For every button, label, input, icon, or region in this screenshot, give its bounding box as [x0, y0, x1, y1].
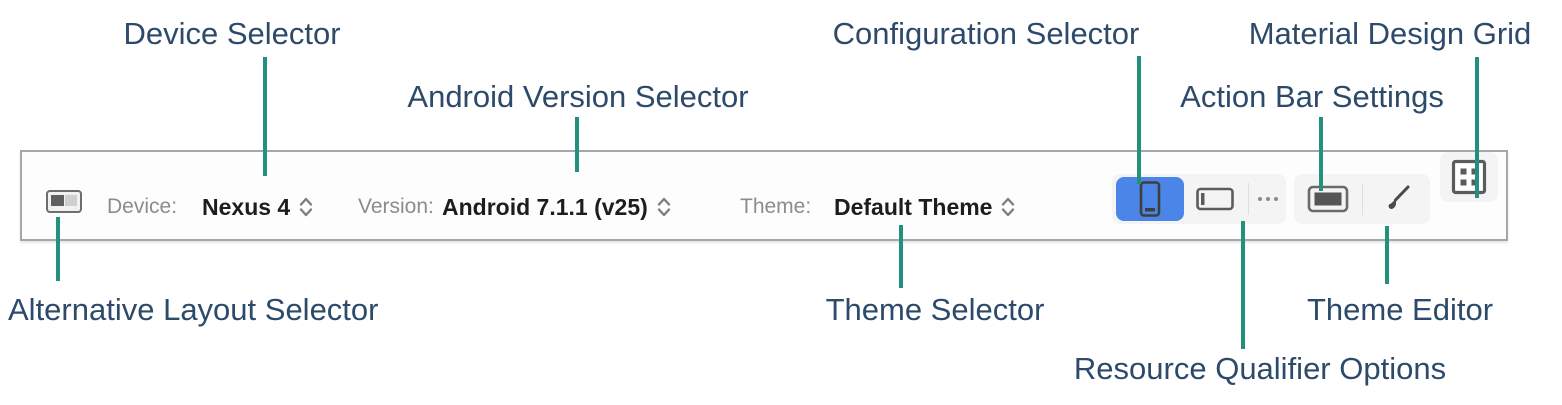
resource-qualifier-options-label: Resource Qualifier Options [1073, 351, 1447, 386]
material-grid-icon [1451, 159, 1487, 195]
layout-editor-toolbar: Device: Nexus 4 Version: Android 7.1.1 (… [20, 150, 1508, 241]
configuration-button-group [1112, 174, 1286, 224]
updown-chevrons-icon [657, 197, 670, 217]
theme-value: Default Theme [834, 194, 993, 220]
theme-selector-label: Theme Selector [825, 292, 1045, 327]
updown-chevrons-icon [300, 197, 313, 217]
appearance-button-group [1294, 174, 1430, 224]
leader-configuration-selector [1137, 56, 1141, 184]
configuration-selector-label: Configuration Selector [832, 16, 1140, 51]
leader-theme-selector [899, 225, 903, 288]
group-separator [1362, 183, 1363, 215]
configuration-selector-portrait-button[interactable] [1116, 177, 1184, 221]
configuration-selector-landscape-button[interactable] [1184, 174, 1246, 224]
layout-variant-icon [65, 195, 77, 206]
theme-editor-button[interactable] [1363, 174, 1430, 224]
ellipsis-icon [1257, 197, 1262, 201]
action-bar-settings-label: Action Bar Settings [1180, 79, 1444, 114]
ellipsis-icon [1273, 197, 1278, 201]
group-separator [1248, 183, 1249, 215]
device-value: Nexus 4 [202, 194, 291, 220]
alternative-layout-selector-label: Alternative Layout Selector [8, 292, 379, 327]
android-version-selector-dropdown[interactable]: Android 7.1.1 (v25) [442, 192, 671, 222]
landscape-phone-icon [1196, 187, 1234, 211]
ellipsis-icon [1265, 197, 1270, 201]
device-selector-label: Device Selector [123, 16, 341, 51]
version-value: Android 7.1.1 (v25) [442, 194, 648, 220]
theme-editor-label: Theme Editor [1306, 292, 1494, 327]
action-bar-icon [1307, 185, 1348, 213]
leader-device-selector [263, 57, 267, 176]
device-selector-dropdown[interactable]: Nexus 4 [202, 192, 313, 222]
version-label: Version: [358, 195, 434, 218]
alternative-layout-selector-button[interactable] [46, 190, 82, 213]
android-version-selector-label: Android Version Selector [407, 79, 749, 114]
theme-selector-dropdown[interactable]: Default Theme [834, 192, 1015, 222]
leader-alternative-layout-selector [56, 217, 60, 281]
material-design-grid-label: Material Design Grid [1248, 16, 1532, 51]
leader-theme-editor [1385, 226, 1389, 284]
device-label: Device: [107, 195, 178, 218]
portrait-phone-icon [1139, 181, 1161, 217]
layout-variant-icon [51, 195, 64, 206]
leader-material-design-grid [1475, 57, 1479, 198]
leader-action-bar-settings [1319, 117, 1323, 191]
action-bar-settings-button[interactable] [1294, 174, 1361, 224]
leader-android-version-selector [575, 117, 579, 172]
updown-chevrons-icon [1002, 197, 1015, 217]
paintbrush-icon [1388, 185, 1409, 209]
material-design-grid-button[interactable] [1440, 152, 1498, 202]
theme-label: Theme: [740, 195, 812, 218]
leader-resource-qualifier-options [1241, 221, 1245, 349]
resource-qualifier-options-button[interactable] [1249, 174, 1286, 224]
